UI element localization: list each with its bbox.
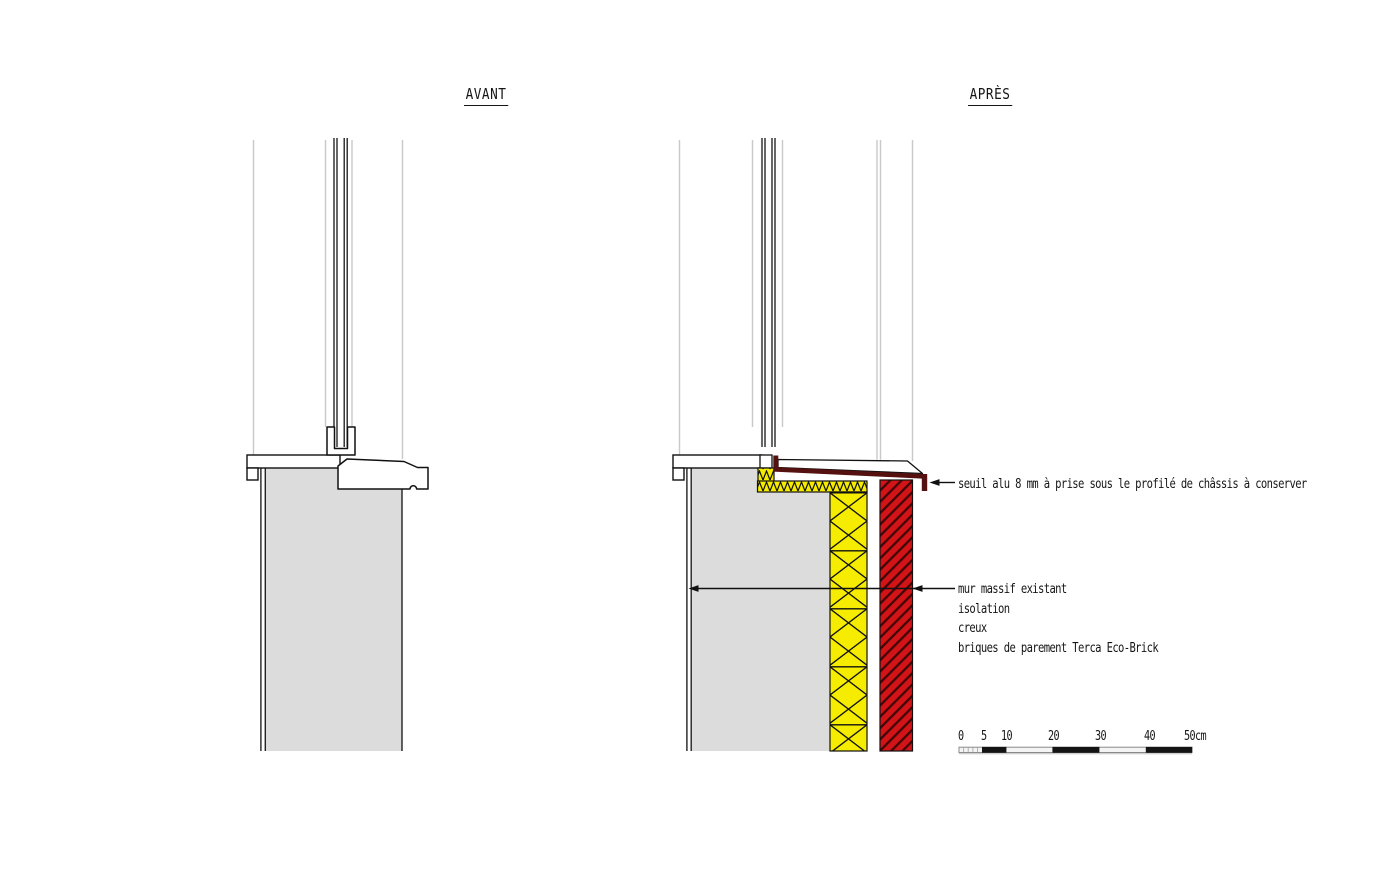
sill-note-leader: [929, 479, 955, 486]
apres-frame-packer-block: [759, 454, 773, 469]
title-avant: AVANT: [464, 84, 518, 106]
apres-insulation-band-vertical: [829, 491, 868, 752]
annotation-sill-note: seuil alu 8 mm à prise sous le profilé d…: [958, 476, 1307, 492]
avant-frame-profile: [326, 426, 356, 456]
avant-reveal-lines: [252, 140, 404, 459]
apres-alu-sill-profile: [773, 455, 928, 491]
apres-glazing-lines: [761, 138, 776, 447]
annotation-wall-layers: mur massif existant isolation creux briq…: [958, 580, 1214, 659]
alu-sill-hook: [773, 455, 779, 471]
avant-wall-edges: [260, 468, 403, 751]
avant-interior-sill-board: [246, 454, 341, 469]
leader-arrow-icon: [912, 585, 923, 592]
scale-tick-label: 0: [957, 729, 964, 744]
avant-glazing-lines: [333, 138, 348, 447]
avant-stone-sill: [337, 458, 429, 490]
scale-tick-label: 10: [1001, 729, 1013, 744]
avant-drawing: [246, 138, 429, 751]
scale-tick-label: 40: [1144, 729, 1156, 744]
apres-sill-board-tab: [672, 467, 685, 481]
apres-reveal-lines: [678, 140, 914, 461]
scale-tick-label: 50cm: [1184, 729, 1207, 744]
title-apres: APRÈS: [968, 84, 1022, 106]
alu-sill-sheet: [773, 467, 923, 479]
apres-existing-wall: [691, 468, 830, 751]
wall-layer-label: mur massif existant: [958, 581, 1067, 597]
scale-tick-label: 5: [980, 729, 987, 744]
scale-bar: [958, 746, 1193, 755]
avant-sill-board-tab: [246, 467, 259, 481]
wall-layer-label: creux: [958, 620, 987, 637]
apres-brick-veneer: [879, 479, 914, 752]
avant-existing-wall: [265, 468, 402, 751]
wall-layer-label: isolation: [958, 600, 1010, 617]
scale-tick-label: 20: [1048, 729, 1060, 744]
leader-arrow-icon: [688, 585, 699, 592]
apres-wall-edges: [686, 468, 692, 751]
wall-layers-leader: [688, 585, 955, 592]
apres-interior-sill-board: [672, 454, 763, 469]
scale-tick-label: 30: [1095, 729, 1107, 744]
apres-insulation-band-horizontal: [756, 480, 868, 493]
alu-sill-drip: [921, 474, 928, 491]
leader-arrow-icon: [929, 479, 940, 486]
scale-bar-minor-ticks: [963, 747, 978, 753]
wall-layer-label: briques de parement Terca Eco-Brick: [958, 640, 1159, 657]
apres-drawing: [672, 138, 955, 752]
